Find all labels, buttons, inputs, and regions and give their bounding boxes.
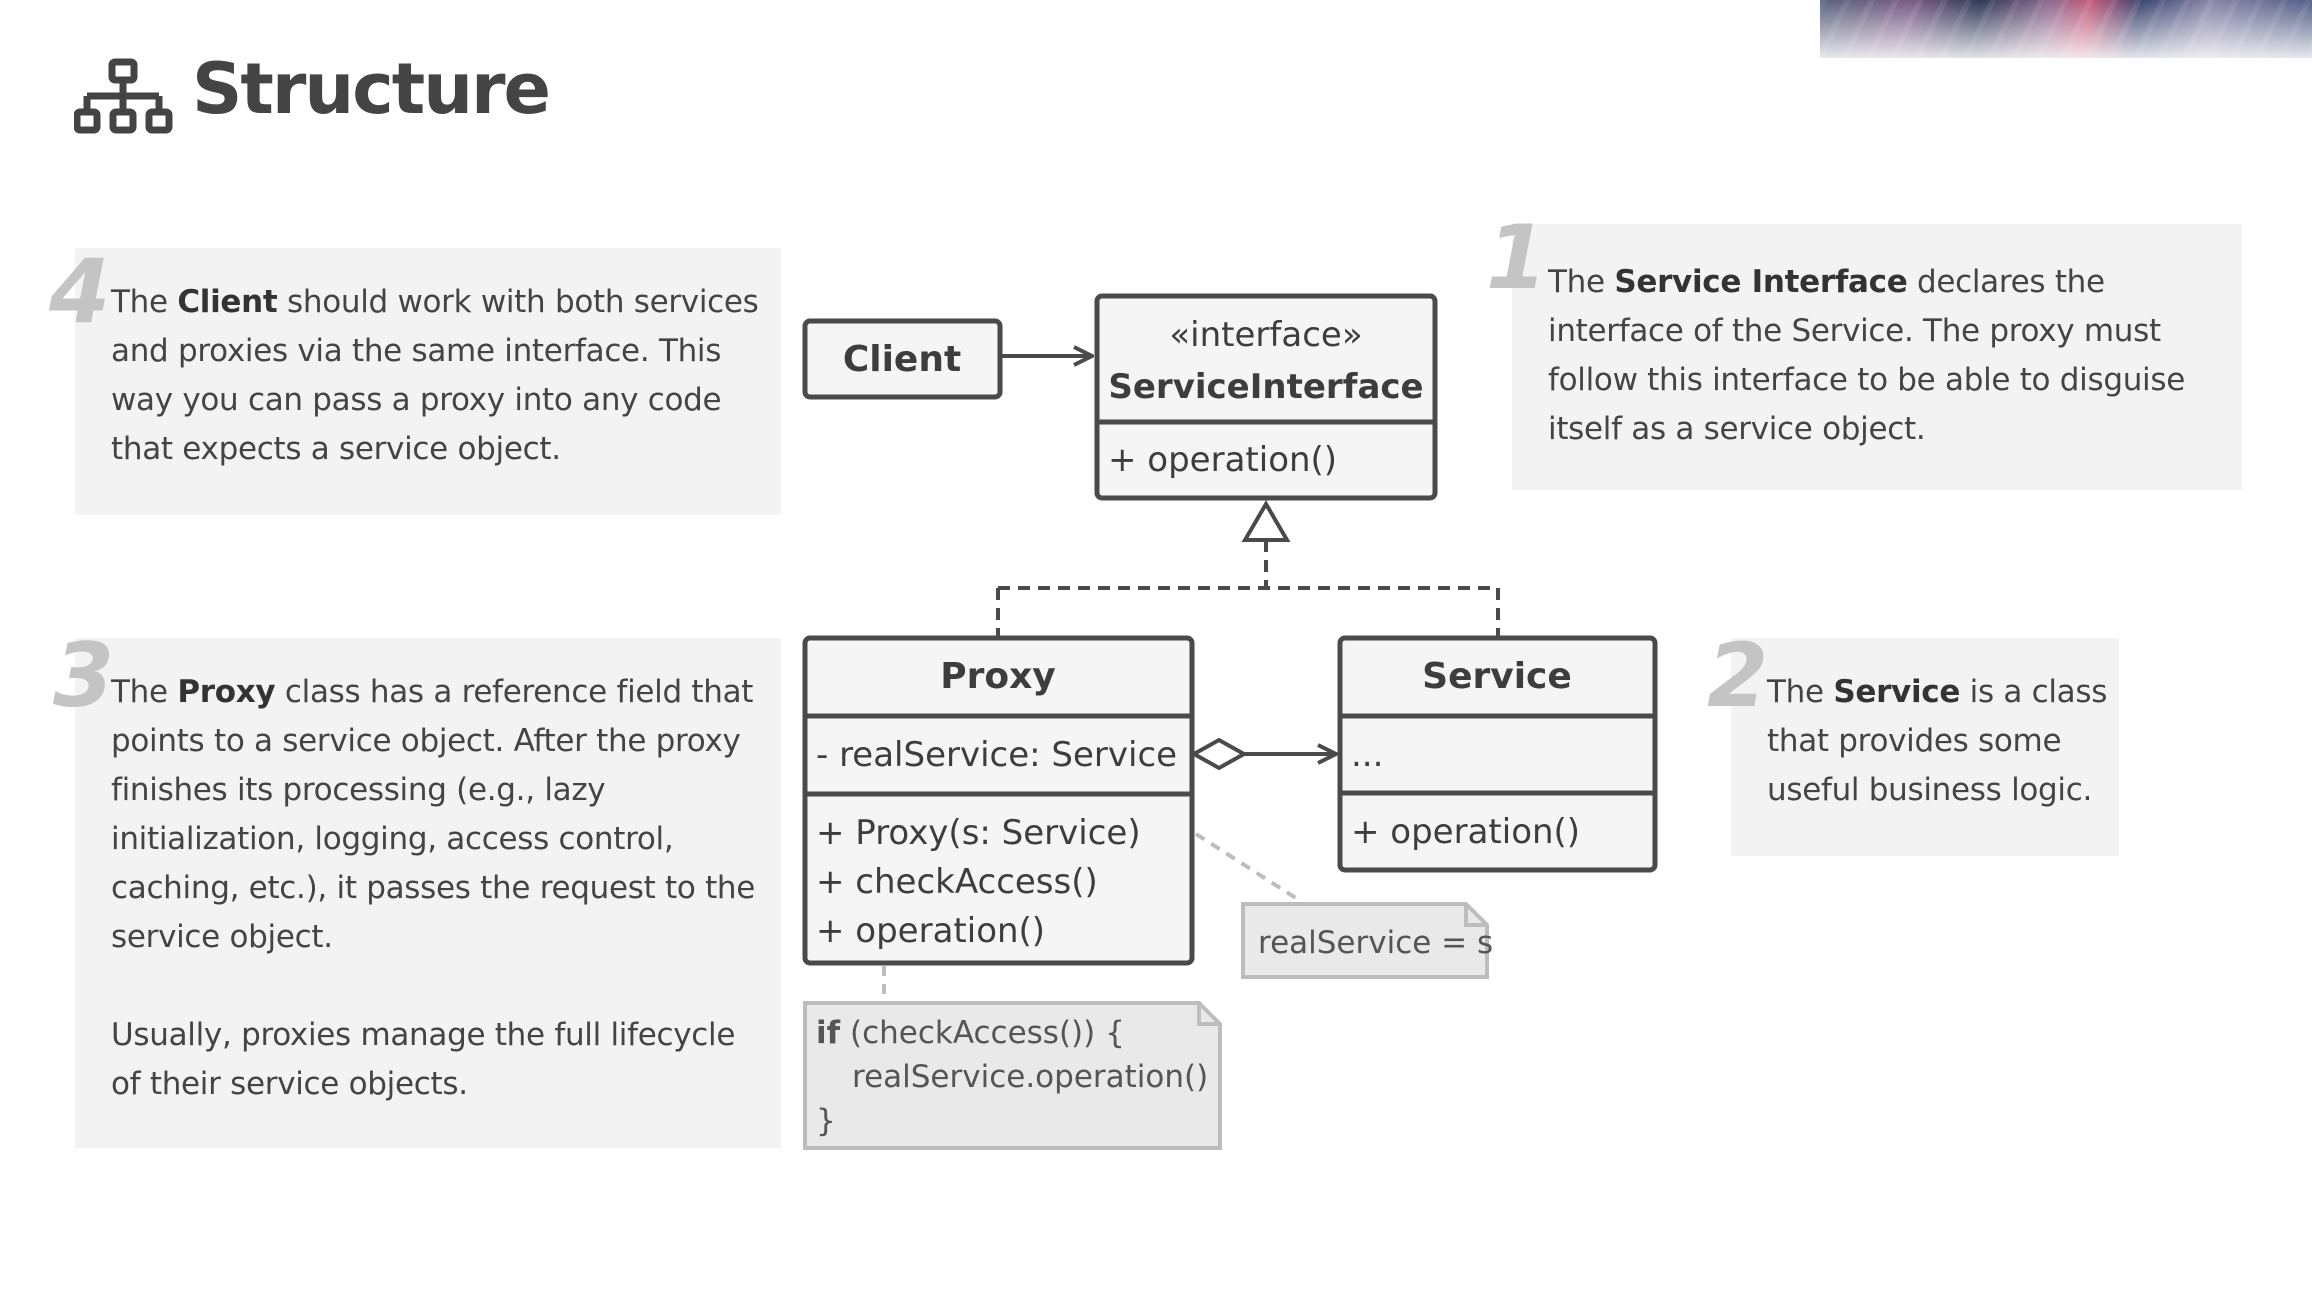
panel-text-emphasis: Client	[177, 284, 278, 320]
panel-text: The Client should work with both service…	[111, 278, 771, 474]
client-class: Client	[802, 318, 1003, 400]
service-interface-class-name: ServiceInterface	[1108, 367, 1423, 407]
proxy-method: + checkAccess()	[816, 862, 1098, 902]
panel-text: The Proxy class has a reference field th…	[111, 668, 771, 1109]
page-title: Structure	[192, 48, 551, 130]
service-field: ...	[1351, 735, 1383, 775]
constructor-note: realService = s	[1241, 902, 1493, 979]
panel-text-emphasis: Proxy	[177, 674, 276, 710]
service-class-name: Service	[1422, 656, 1572, 697]
header-banner-image	[1820, 0, 2312, 58]
panel-paragraph: The Service is a class that provides som…	[1767, 668, 2117, 815]
panel-paragraph: The Client should work with both service…	[111, 278, 771, 474]
interface-stereotype: «interface»	[1169, 315, 1362, 355]
service-interface-method: + operation()	[1108, 440, 1337, 480]
proxy-field: - realService: Service	[816, 735, 1177, 775]
panel-text-segment: Usually, proxies manage the full lifecyc…	[111, 1017, 736, 1102]
panel-text-segment: class has a reference field that points …	[111, 674, 756, 955]
panel-paragraph: Usually, proxies manage the full lifecyc…	[111, 1011, 771, 1109]
proxy-class-name: Proxy	[940, 656, 1056, 697]
panel-paragraph: The Service Interface declares the inter…	[1548, 258, 2228, 454]
service-method: + operation()	[1351, 812, 1580, 852]
operation-note: if (checkAccess()) { realService.operati…	[803, 1001, 1222, 1150]
panel-text-segment: The	[1548, 264, 1615, 300]
proxy-method: + Proxy(s: Service)	[816, 813, 1141, 853]
panel-text-segment: should work with both services and proxi…	[111, 284, 759, 467]
realization-triangle-icon	[1241, 500, 1291, 542]
aggregation-diamond-icon	[1189, 737, 1249, 771]
panel-paragraph: The Proxy class has a reference field th…	[111, 668, 771, 962]
service-interface-class: «interface» ServiceInterface + operation…	[1094, 293, 1438, 501]
description-panel-service: 2 The Service is a class that provides s…	[1707, 632, 2119, 856]
panel-text-emphasis: Service	[1833, 674, 1961, 710]
step-number: 1	[1486, 206, 1548, 309]
operation-note-line: realService.operation()	[852, 1059, 1208, 1095]
description-panel-client: 4 The Client should work with both servi…	[49, 248, 781, 515]
hierarchy-icon	[74, 58, 173, 134]
step-number: 3	[53, 624, 115, 727]
step-number: 4	[49, 240, 111, 343]
description-panel-service-interface: 1 The Service Interface declares the int…	[1486, 214, 2242, 490]
operation-note-line: }	[816, 1103, 836, 1139]
realization-connector	[996, 540, 1500, 638]
client-class-name: Client	[843, 339, 961, 380]
panel-text-emphasis: Service Interface	[1614, 264, 1908, 300]
operation-note-keyword: if	[816, 1015, 841, 1051]
panel-text-segment: The	[111, 284, 178, 320]
panel-text-segment: The	[111, 674, 178, 710]
constructor-note-text: realService = s	[1258, 925, 1493, 961]
panel-text-segment: declares the interface of the Service. T…	[1548, 264, 2185, 447]
step-number: 2	[1707, 624, 1769, 727]
operation-note-line: if (checkAccess()) {	[816, 1015, 1125, 1051]
panel-text-segment: is a class that provides some useful bus…	[1767, 674, 2108, 808]
proxy-class: Proxy - realService: Service + Proxy(s: …	[802, 635, 1195, 966]
operation-note-condition: (checkAccess()) {	[840, 1015, 1125, 1051]
panel-text: The Service is a class that provides som…	[1767, 668, 2117, 815]
proxy-method: + operation()	[816, 911, 1045, 951]
note-connector	[1194, 832, 1304, 904]
service-class: Service ... + operation()	[1337, 635, 1658, 873]
panel-text-segment: The	[1767, 674, 1834, 710]
panel-text: The Service Interface declares the inter…	[1548, 258, 2228, 454]
description-panel-proxy: 3 The Proxy class has a reference field …	[53, 632, 781, 1148]
